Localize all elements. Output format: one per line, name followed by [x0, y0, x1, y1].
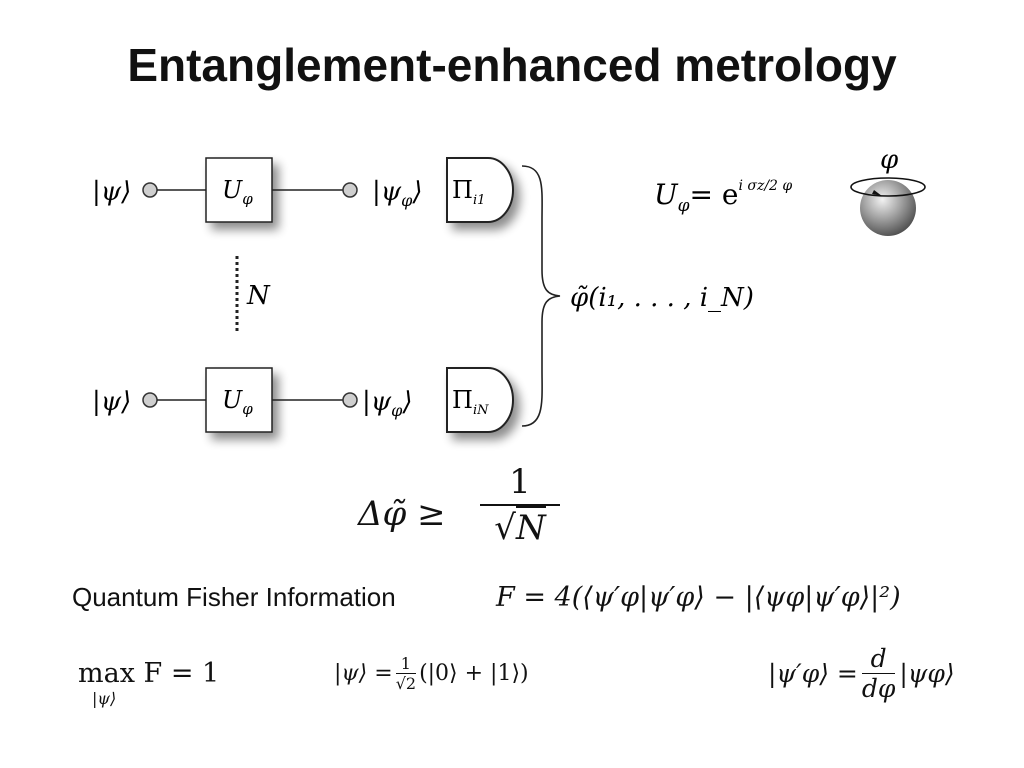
state-eq-den: √2	[395, 673, 417, 693]
measurement-bottom-label: ΠiN	[452, 386, 489, 418]
deriv-eq: |ψ′φ⟩ = d dφ |ψφ⟩	[768, 644, 955, 703]
sphere-label: φ	[880, 145, 899, 175]
slide-title: Entanglement-enhanced metrology	[127, 39, 897, 91]
curly-brace	[521, 165, 561, 427]
bound-numerator: 1	[509, 462, 531, 502]
state-eq-num: 1	[400, 654, 411, 673]
deriv-rhs: |ψφ⟩	[899, 659, 955, 688]
count-label: N	[246, 281, 271, 311]
input-node-top	[142, 182, 158, 198]
input-state-bottom: |ψ⟩	[92, 387, 131, 417]
qfi-label: Quantum Fisher Information	[72, 582, 396, 612]
sphere-icon	[860, 180, 916, 236]
state-eq-rhs: (|0⟩ + |1⟩)	[419, 661, 529, 686]
max-eq: max F = 1 |ψ⟩	[78, 658, 219, 708]
gate-bottom	[205, 367, 273, 433]
deriv-lhs: |ψ′φ⟩ =	[768, 659, 858, 688]
measurement-top-label: Πi1	[452, 176, 485, 208]
max-eq-text: max F = 1	[78, 658, 220, 689]
circuit-diagram: |ψ⟩ Uφ |ψφ⟩ Πi1 N |ψ⟩ Uφ |ψφ⟩ ΠiN φ̃(i₁,…	[92, 145, 926, 433]
state-eq-lhs: |ψ⟩ =	[334, 661, 393, 686]
deriv-num: d	[870, 644, 887, 673]
output-state-top: |ψφ⟩	[372, 177, 423, 210]
deriv-den: dφ	[861, 673, 896, 703]
unitary-eq: Uφ= ei σz/2 φ	[654, 178, 792, 216]
bound-denominator: N	[515, 506, 546, 548]
estimator-label: φ̃(i₁, . . . , i_N)	[570, 283, 754, 313]
measurement-top	[446, 157, 514, 223]
output-node-top	[342, 182, 358, 198]
gate-top-label: Uφ	[222, 176, 253, 208]
input-state-top: |ψ⟩	[92, 177, 131, 207]
rotation-arrow-icon	[850, 177, 926, 197]
input-node-bottom	[142, 392, 158, 408]
gate-bottom-label: Uφ	[222, 386, 253, 418]
state-eq: |ψ⟩ = 1 √2 (|0⟩ + |1⟩)	[334, 654, 529, 693]
output-state-bottom: |ψφ⟩	[362, 387, 413, 420]
qfi-formula: F = 4(⟨ψ′φ|ψ′φ⟩ − |⟨ψφ|ψ′φ⟩|²)	[496, 582, 901, 613]
measurement-bottom	[446, 367, 514, 433]
bound-fraction: 1 √N	[480, 462, 560, 548]
bound-lhs: Δφ̃ ≥	[358, 494, 446, 534]
bound-eq: Δφ̃ ≥	[358, 494, 446, 534]
output-node-bottom	[342, 392, 358, 408]
max-eq-sub: |ψ⟩	[92, 689, 117, 708]
